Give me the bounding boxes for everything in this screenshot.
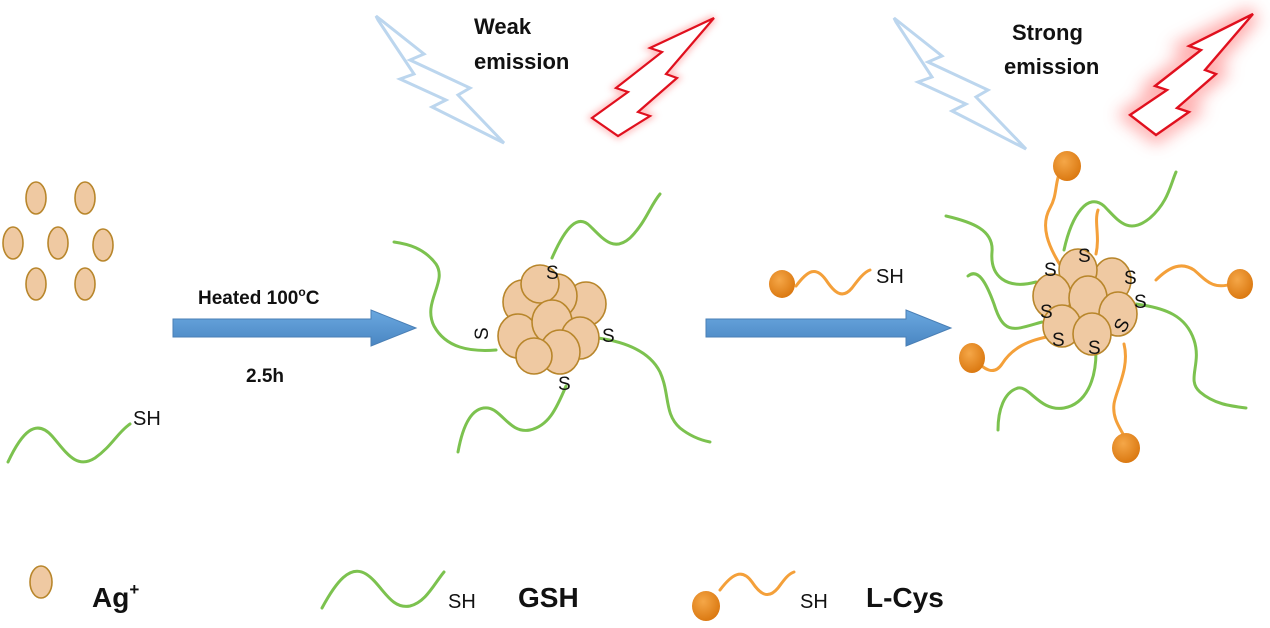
excitation-bolt-icon-left xyxy=(374,14,506,145)
legend: Ag+ SH GSH SH L-Cys xyxy=(29,565,944,621)
thiol-label: SH xyxy=(133,408,161,430)
lcys-ball-icon xyxy=(1053,151,1081,181)
silver-atom xyxy=(515,337,553,375)
legend-lcys-icon xyxy=(718,570,796,597)
lcys-ball-icon xyxy=(1112,433,1140,463)
strong-emission-label-line1: Strong xyxy=(1012,20,1083,45)
silver-ion xyxy=(74,181,96,215)
sulfur-label: S xyxy=(1088,338,1101,359)
reaction-arrow-1 xyxy=(172,309,418,347)
lcys-ball-icon xyxy=(769,270,795,298)
weak-emission-label-line1: Weak xyxy=(474,14,532,39)
weak-emission-bolt-icon xyxy=(586,15,717,140)
silver-atom xyxy=(520,264,560,304)
silver-ion-group xyxy=(2,181,114,301)
reaction-arrow-2 xyxy=(705,309,953,347)
sulfur-label: S xyxy=(1078,246,1091,267)
legend-gsh-thiol-label: SH xyxy=(448,591,476,613)
time-condition-label: 2.5h xyxy=(246,366,284,387)
sulfur-label: S xyxy=(1134,292,1147,313)
heating-condition-label: Heated 100oC xyxy=(198,285,320,309)
excitation-bolt-icon-right xyxy=(892,16,1028,151)
lcys-ball-icon xyxy=(959,343,985,373)
legend-ag-label: Ag+ xyxy=(92,580,139,613)
legend-silver-ion-icon xyxy=(29,565,53,599)
silver-ion xyxy=(2,226,24,260)
legend-gsh-icon xyxy=(320,569,446,610)
sulfur-label: S xyxy=(1044,260,1057,281)
mixed-ligand-cluster: S S S S S S S S xyxy=(944,151,1253,463)
legend-lcys-label: L-Cys xyxy=(866,582,944,613)
thiol-label: SH xyxy=(876,266,904,288)
strong-emission-label-line2: emission xyxy=(1004,54,1099,79)
sulfur-label: S xyxy=(546,263,559,284)
legend-lcys-ball-icon xyxy=(692,591,720,621)
sulfur-label: S xyxy=(558,374,571,395)
sulfur-label: S xyxy=(1124,268,1137,289)
sulfur-label: S xyxy=(1040,302,1053,323)
lcys-ball-icon xyxy=(1227,269,1253,299)
weak-emission-label-line2: emission xyxy=(474,49,569,74)
silver-ion xyxy=(25,267,47,301)
silver-ion xyxy=(47,226,69,260)
silver-ion xyxy=(74,267,96,301)
silver-ion xyxy=(92,228,114,262)
lcys-reagent: SH xyxy=(769,266,904,298)
legend-lcys-thiol-label: SH xyxy=(800,591,828,613)
silver-atom xyxy=(1072,312,1112,356)
silver-ion xyxy=(25,181,47,215)
legend-gsh-label: GSH xyxy=(518,582,579,613)
gsh-molecule: SH xyxy=(6,408,161,464)
sulfur-label: S xyxy=(1052,330,1065,351)
sulfur-label: S xyxy=(472,327,493,340)
strong-emission-bolt-icon xyxy=(1116,6,1260,145)
sulfur-label: S xyxy=(602,326,615,347)
gsh-cluster: S S S S xyxy=(392,192,712,454)
